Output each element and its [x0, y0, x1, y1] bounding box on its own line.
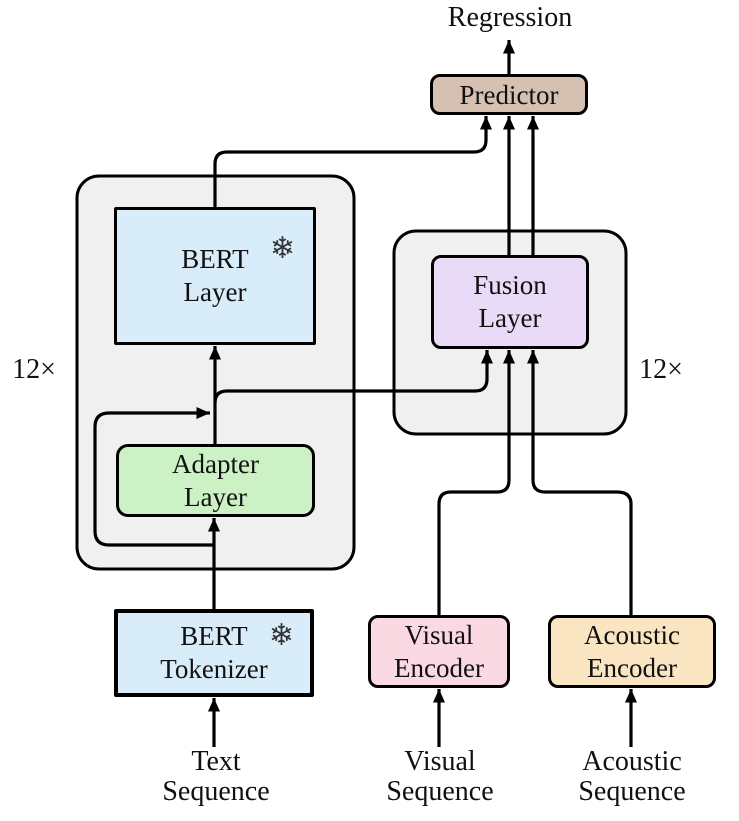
- bert-layer-label-line2: Layer: [183, 277, 247, 307]
- bert-tokenizer-label-line1: BERT: [180, 621, 248, 651]
- fusion-layer-node: Fusion Layer: [431, 255, 589, 349]
- frozen-icon: ❄: [268, 618, 294, 653]
- visual-sequence-line1: Visual: [404, 746, 476, 777]
- frozen-icon: ❄: [269, 231, 295, 266]
- repeat-count-left: 12×: [12, 354, 56, 385]
- regression-output-label: Regression: [447, 2, 573, 33]
- visual-encoder-node: Visual Encoder: [368, 615, 510, 688]
- predictor-node: Predictor: [430, 74, 588, 115]
- text-sequence-input-label: Text Sequence: [162, 747, 269, 807]
- adapter-layer-node: Adapter Layer: [116, 444, 315, 517]
- predictor-label: Predictor: [459, 79, 559, 110]
- visual-encoder-label-line1: Visual: [404, 619, 474, 650]
- adapter-layer-label-line2: Layer: [184, 481, 247, 512]
- acoustic-sequence-line2: Sequence: [578, 776, 686, 807]
- text-sequence-line2: Sequence: [162, 776, 270, 807]
- acoustic-encoder-label-line2: Encoder: [587, 652, 677, 683]
- fusion-layer-label-line2: Layer: [478, 303, 542, 333]
- visual-sequence-input-label: Visual Sequence: [386, 747, 493, 807]
- visual-encoder-label-line2: Encoder: [394, 652, 484, 683]
- visual-sequence-line2: Sequence: [386, 776, 494, 807]
- bert-layer-node: ❄ BERT Layer: [114, 207, 316, 345]
- edge-skip-connection: [93, 407, 214, 547]
- edge-acoustic-to-fusion: [527, 350, 633, 615]
- bert-tokenizer-node: ❄ BERT Tokenizer: [114, 609, 314, 697]
- edge-text-to-fusion: [213, 350, 493, 404]
- acoustic-encoder-node: Acoustic Encoder: [548, 615, 716, 688]
- bert-tokenizer-label-line2: Tokenizer: [160, 654, 268, 684]
- text-sequence-line1: Text: [191, 746, 241, 777]
- adapter-layer-label-line1: Adapter: [172, 448, 259, 479]
- acoustic-sequence-line1: Acoustic: [582, 746, 682, 777]
- fusion-layer-label-line1: Fusion: [473, 270, 547, 300]
- edge-visual-to-fusion: [437, 350, 515, 615]
- edge-bert-to-predictor: [213, 116, 492, 207]
- acoustic-encoder-label-line1: Acoustic: [584, 619, 680, 650]
- repeat-count-right: 12×: [639, 354, 683, 385]
- acoustic-sequence-input-label: Acoustic Sequence: [578, 747, 685, 807]
- bert-layer-label-line1: BERT: [181, 244, 249, 274]
